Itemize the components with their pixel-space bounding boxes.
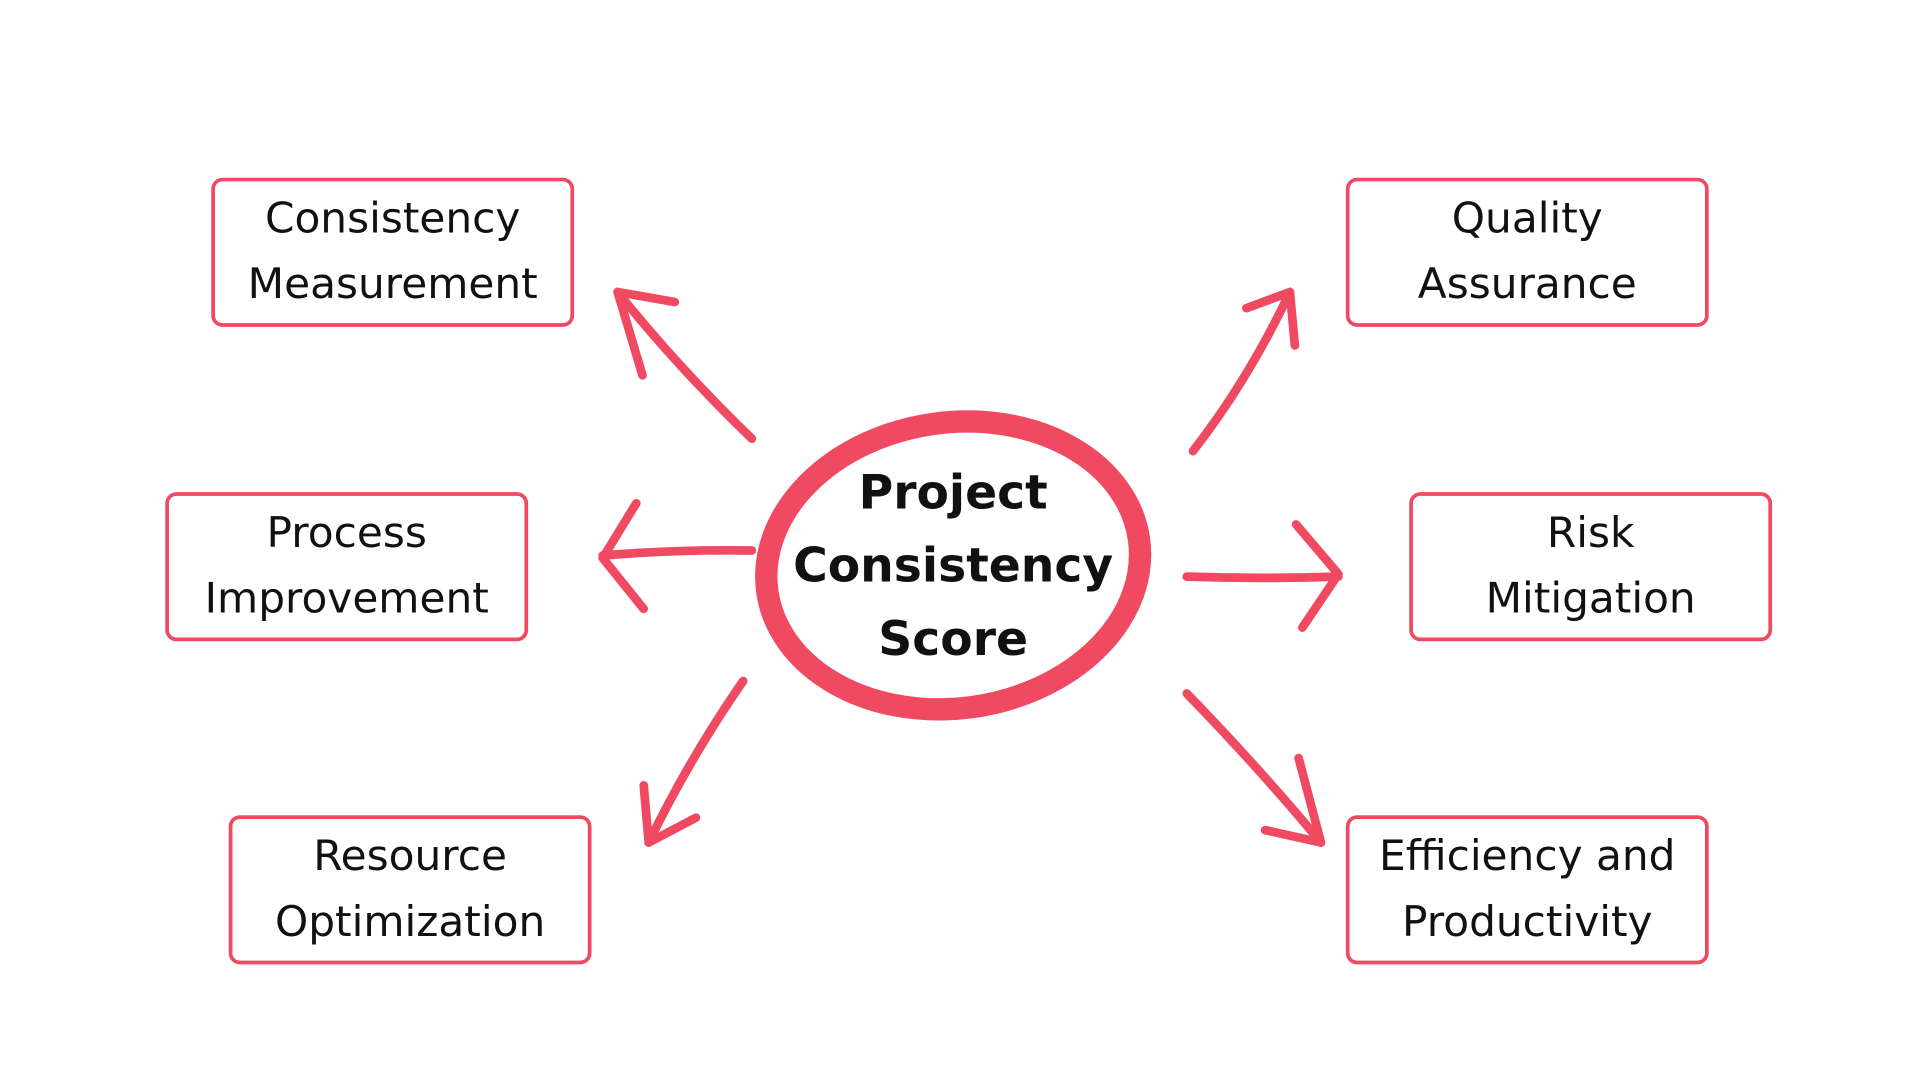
node-label: Optimization — [274, 897, 546, 947]
center-line-1: Project — [858, 464, 1048, 519]
node-label: Quality — [1451, 193, 1603, 244]
center-circle — [755, 410, 1152, 721]
node-label: Improvement — [204, 574, 489, 624]
center-topic: Project Consistency Score — [767, 447, 1140, 683]
node-resource-optimization: Resource Optimization — [228, 815, 592, 965]
center-line-3: Score — [878, 610, 1029, 666]
node-risk-mitigation: Risk Mitigation — [1409, 492, 1773, 642]
node-label: Resource — [313, 831, 507, 882]
center-line-2: Consistency — [793, 537, 1114, 593]
node-label: Assurance — [1417, 259, 1637, 310]
node-quality-assurance: Quality Assurance — [1345, 177, 1709, 327]
node-process-improvement: Process Improvement — [165, 492, 529, 642]
node-label: Mitigation — [1485, 574, 1696, 624]
arrow-to-quality-assurance — [1188, 287, 1300, 456]
node-label: Productivity — [1402, 897, 1653, 947]
node-label: Consistency — [264, 193, 521, 244]
arrow-to-consistency-measurement — [613, 287, 757, 444]
node-label: Measurement — [247, 259, 538, 310]
arrow-to-risk-mitigation — [1182, 520, 1343, 632]
node-label: Risk — [1546, 508, 1635, 558]
arrow-to-efficiency-productivity — [1182, 689, 1326, 847]
node-label: Efficiency and — [1379, 831, 1676, 882]
node-efficiency-productivity: Efficiency and Productivity — [1345, 815, 1709, 965]
arrow-to-resource-optimization — [639, 676, 748, 847]
node-consistency-measurement: Consistency Measurement — [211, 177, 575, 327]
node-label: Process — [266, 508, 427, 558]
arrow-to-process-improvement — [598, 498, 757, 614]
